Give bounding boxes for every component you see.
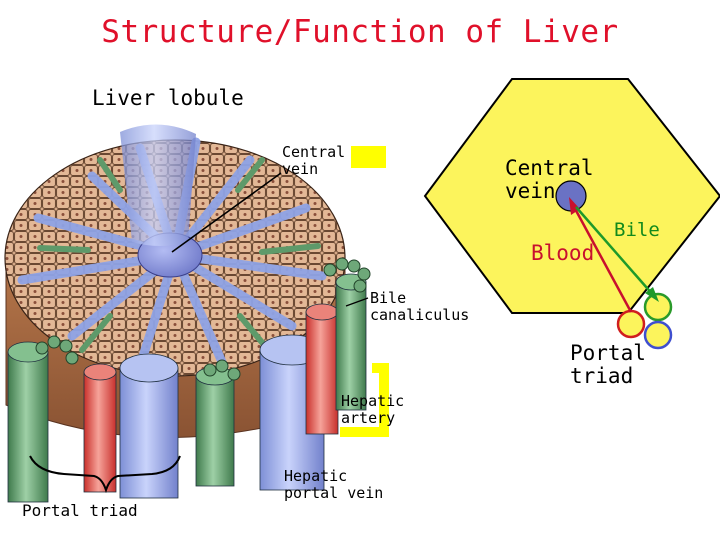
central-vein-top-tube bbox=[120, 124, 196, 246]
portal-triad-label-left: Portal triad bbox=[22, 501, 138, 520]
page-title: Structure/Function of Liver bbox=[101, 14, 619, 50]
liver-lobule-label: Liver lobule bbox=[92, 86, 244, 110]
bile-arrow bbox=[575, 206, 655, 297]
blood-label: Blood bbox=[531, 241, 595, 265]
bile-canaliculus-label: Bile canaliculus bbox=[370, 289, 470, 324]
portal-vessels bbox=[7, 273, 367, 503]
portal-triad-vein-circle bbox=[643, 320, 673, 350]
portal-triad-bile-circle bbox=[643, 292, 673, 322]
blood-arrowhead bbox=[569, 197, 580, 215]
lobule-3d-illustration bbox=[4, 124, 389, 503]
bile-duct-cells bbox=[35, 257, 371, 381]
blood-arrow bbox=[571, 204, 633, 313]
portal-triad-brace bbox=[29, 455, 181, 494]
hepatic-portal-vein-label: Hepatic portal vein bbox=[284, 467, 384, 502]
central-vein-label-right: Central vein bbox=[505, 156, 594, 203]
bile-arrowhead bbox=[645, 287, 659, 302]
bile-canaliculus-pointer bbox=[345, 297, 369, 307]
portal-triad-label-right: Portal triad bbox=[570, 341, 646, 388]
central-vein-label: Central vein bbox=[282, 143, 346, 178]
hepatic-artery-label: Hepatic artery bbox=[341, 392, 405, 427]
label-highlight-box bbox=[351, 146, 386, 168]
bile-label: Bile bbox=[614, 219, 660, 241]
bile-ductules bbox=[37, 157, 321, 355]
central-vein-pointer bbox=[171, 172, 282, 253]
hepatic-artery-highlight bbox=[340, 363, 389, 437]
portal-triad-artery-circle bbox=[616, 309, 646, 339]
